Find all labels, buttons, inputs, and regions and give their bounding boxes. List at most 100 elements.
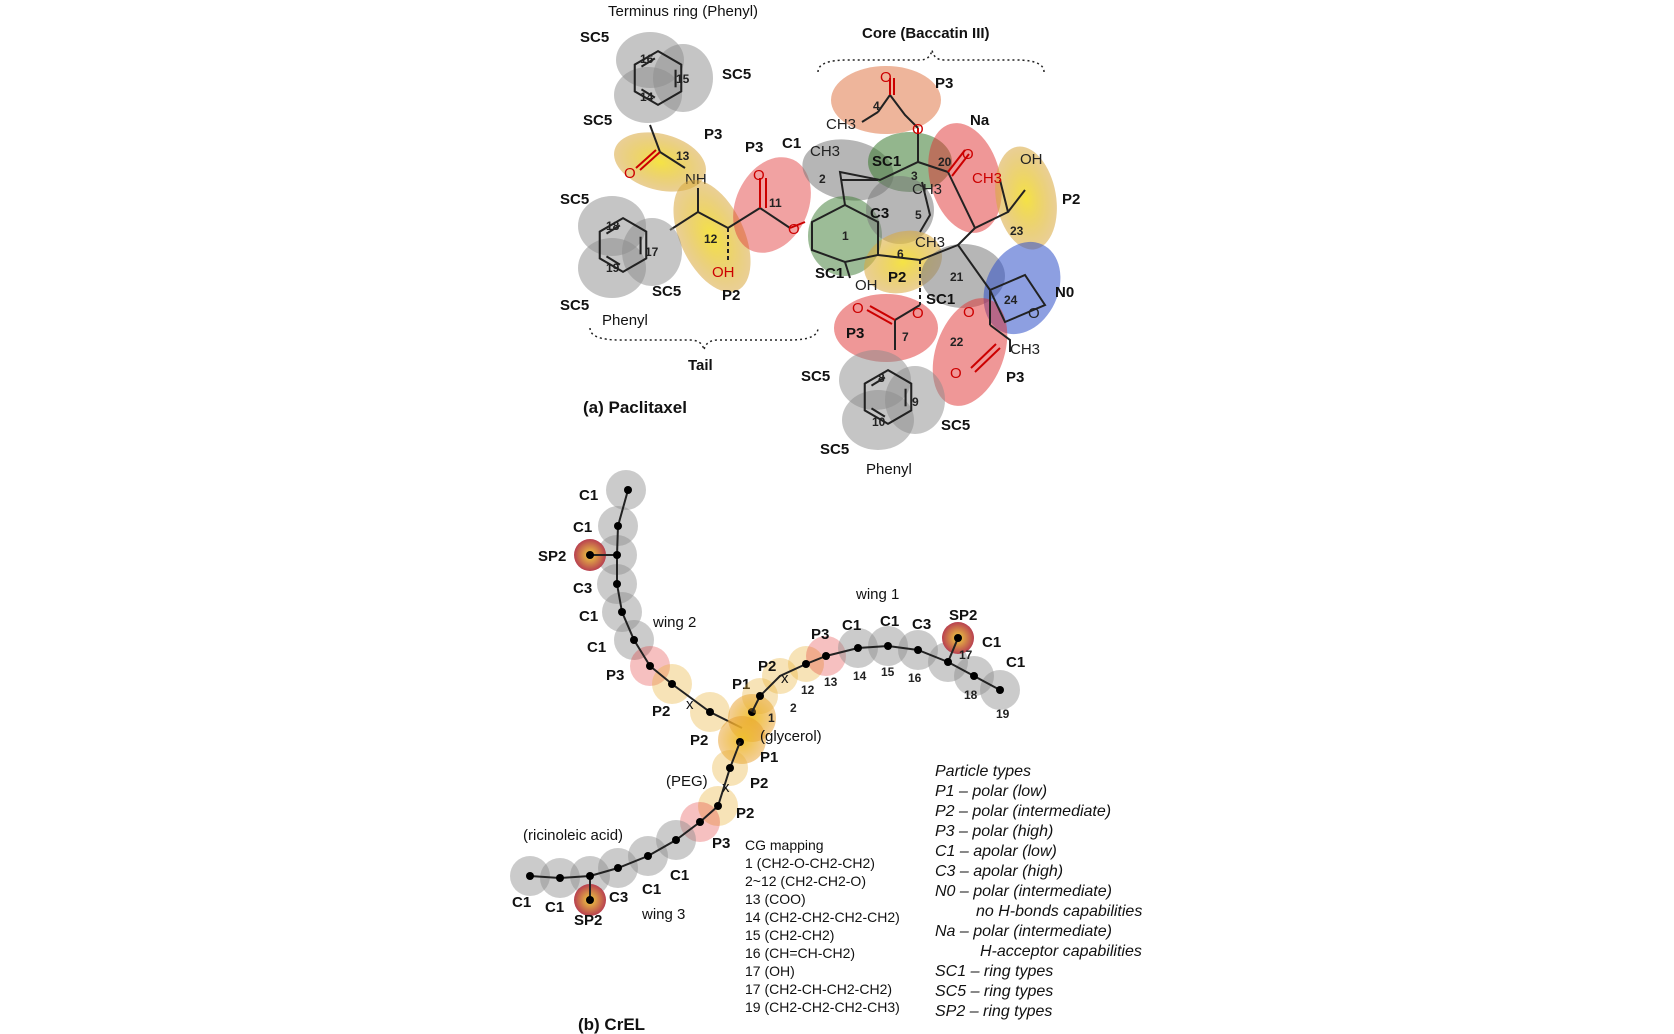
label-p1: P1 xyxy=(760,749,778,766)
atom-o-7b: O xyxy=(852,300,864,317)
core-label: Core (Baccatin III) xyxy=(862,25,990,42)
label-sp2: SP2 xyxy=(574,912,602,929)
bead-24 xyxy=(983,241,1061,335)
bead-number-12: 12 xyxy=(704,232,718,246)
label-sc5-18: SC5 xyxy=(560,191,589,208)
terminus-ring: 16 15 14 SC5 SC5 SC5 xyxy=(580,29,751,129)
bead-number-20: 20 xyxy=(938,155,952,169)
label-c1: C1 xyxy=(642,881,661,898)
label-sc5-17: SC5 xyxy=(652,283,681,300)
wing-1-label: wing 1 xyxy=(855,586,899,603)
bead-number-1: 1 xyxy=(842,229,849,243)
bead-number-7: 7 xyxy=(902,330,909,344)
label-p3: P3 xyxy=(606,667,624,684)
label-c3: C3 xyxy=(609,889,628,906)
bead-number-19: 19 xyxy=(606,261,620,275)
mapping-row: 19 (CH2-CH2-CH2-CH3) xyxy=(745,999,900,1015)
bead-number-6: 6 xyxy=(897,247,904,261)
phenyl-label-tail: Phenyl xyxy=(602,312,648,329)
wing-1-number-12: 12 xyxy=(801,683,815,697)
legend-item: P3 – polar (high) xyxy=(935,823,1053,840)
label-p3-4: P3 xyxy=(935,75,953,92)
legend-item: C1 – apolar (low) xyxy=(935,843,1057,860)
core-skeleton xyxy=(811,78,1047,373)
mapping-row: 1 (CH2-O-CH2-CH2) xyxy=(745,855,875,871)
peg-label: (PEG) xyxy=(666,773,708,790)
mapping-title: CG mapping xyxy=(745,837,824,853)
legend-title: Particle types xyxy=(935,763,1031,780)
bead-12 xyxy=(673,179,751,293)
crel-panel: C1 C1 SP2 C3 C1 C1 P3 P2 P2 wing 2 x P1 … xyxy=(510,470,1142,1034)
label-sc1-3: SC1 xyxy=(872,153,901,170)
label-p1: P1 xyxy=(732,676,750,693)
paclitaxel-panel: 16 15 14 SC5 SC5 SC5 O NH 13 P3 O O xyxy=(560,3,1080,478)
bead-number-23: 23 xyxy=(1010,224,1024,238)
wing-1-number-15: 15 xyxy=(881,665,895,679)
wing-1-number-1: 1 xyxy=(768,711,775,725)
wing-2-label: wing 2 xyxy=(652,614,696,631)
tail-brace xyxy=(589,327,819,351)
label-c1: C1 xyxy=(842,617,861,634)
bead-number-2: 2 xyxy=(819,172,826,186)
bead-13 xyxy=(614,132,706,192)
wing-1-number-16: 16 xyxy=(908,671,922,685)
bead-number-14: 14 xyxy=(640,90,654,104)
legend-item: SC5 – ring types xyxy=(935,983,1053,1000)
wing-1: x 1 2 12 13 14 15 16 17 18 19 P2 P3 C1 C… xyxy=(742,586,1025,725)
bead-number-11: 11 xyxy=(769,196,782,210)
label-p2-6: P2 xyxy=(888,269,906,286)
label-c3: C3 xyxy=(573,580,592,597)
legend-item: P1 – polar (low) xyxy=(935,783,1047,800)
label-p3: P3 xyxy=(811,626,829,643)
core-brace xyxy=(817,49,1045,73)
wing-3: x P2 P2 P3 C1 C1 C3 SP2 C1 C1 wing 3 (PE… xyxy=(510,741,768,929)
atom-o-24: O xyxy=(1028,305,1040,322)
wing-3-label: wing 3 xyxy=(641,906,685,923)
core-beads xyxy=(802,66,1061,406)
label-p3-11: P3 xyxy=(745,139,763,156)
label-p3-13: P3 xyxy=(704,126,722,143)
bead-19 xyxy=(578,238,646,298)
core-phenyl-ring: 8 9 10 SC5 SC5 SC5 Phenyl xyxy=(801,350,970,478)
legend-item: SC1 – ring types xyxy=(935,963,1053,980)
label-sc5-19: SC5 xyxy=(560,297,589,314)
legend-item: H-acceptor capabilities xyxy=(980,943,1142,960)
bead-number-3: 3 xyxy=(911,169,918,183)
glycerol-label: (glycerol) xyxy=(760,728,822,745)
label-p2: P2 xyxy=(736,805,754,822)
panel-title-b: (b) CrEL xyxy=(578,1015,645,1034)
bead-number-18: 18 xyxy=(606,219,620,233)
atom-o-4b: O xyxy=(912,121,924,138)
label-p3: P3 xyxy=(712,835,730,852)
atom-o-7a: O xyxy=(912,305,924,322)
label-c1: C1 xyxy=(670,867,689,884)
label-c1: C1 xyxy=(545,899,564,916)
bead-number-16: 16 xyxy=(640,52,654,66)
atom-ch3-4: CH3 xyxy=(826,116,856,133)
bead-7 xyxy=(834,294,938,362)
label-sc5-9: SC5 xyxy=(941,417,970,434)
label-sc5-14: SC5 xyxy=(583,112,612,129)
bead-number-17: 17 xyxy=(645,245,659,259)
legend-item: Na – polar (intermediate) xyxy=(935,923,1112,940)
mapping-row: 15 (CH2-CH2) xyxy=(745,927,834,943)
label-p2-12: P2 xyxy=(722,287,740,304)
label-p2-23: P2 xyxy=(1062,191,1080,208)
cg-mapping: CG mapping 1 (CH2-O-CH2-CH2) 2~12 (CH2-C… xyxy=(745,837,900,1015)
bead-20 xyxy=(928,123,1002,233)
mapping-row: 2~12 (CH2-CH2-O) xyxy=(745,873,866,889)
bead-22 xyxy=(932,298,1008,406)
label-p3-7: P3 xyxy=(846,325,864,342)
wing-1-number-17: 17 xyxy=(959,648,973,662)
bead-number-24: 24 xyxy=(1004,293,1018,307)
atom-o-4: O xyxy=(880,69,892,86)
legend-item: no H-bonds capabilities xyxy=(976,903,1142,920)
mapping-row: 16 (CH=CH-CH2) xyxy=(745,945,855,961)
atom-oh-23: OH xyxy=(1020,151,1043,168)
bead-number-22: 22 xyxy=(950,335,964,349)
bead-11 xyxy=(733,157,811,253)
atom-oh-1: OH xyxy=(855,277,878,294)
label-sp2: SP2 xyxy=(949,607,977,624)
label-c3-5: C3 xyxy=(870,205,889,222)
